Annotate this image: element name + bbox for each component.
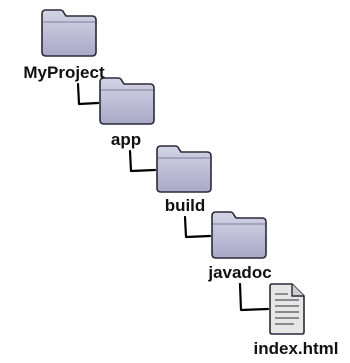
folder-icon[interactable]: [212, 212, 266, 258]
folder-icon[interactable]: [42, 10, 96, 56]
connector-myproject-to-app: [78, 84, 98, 104]
folder-label-app: app: [111, 130, 141, 150]
folder-label-javadoc: javadoc: [208, 263, 271, 283]
document-icon[interactable]: [270, 284, 304, 334]
file-label-index: index.html: [253, 339, 338, 359]
connector-build-to-javadoc: [185, 217, 210, 237]
connector-javadoc-to-index: [240, 284, 268, 310]
folder-icon[interactable]: [100, 78, 154, 124]
folder-icon[interactable]: [157, 146, 211, 192]
connector-app-to-build: [130, 151, 155, 171]
folder-label-build: build: [165, 196, 206, 216]
folder-label-myproject: MyProject: [23, 63, 104, 83]
